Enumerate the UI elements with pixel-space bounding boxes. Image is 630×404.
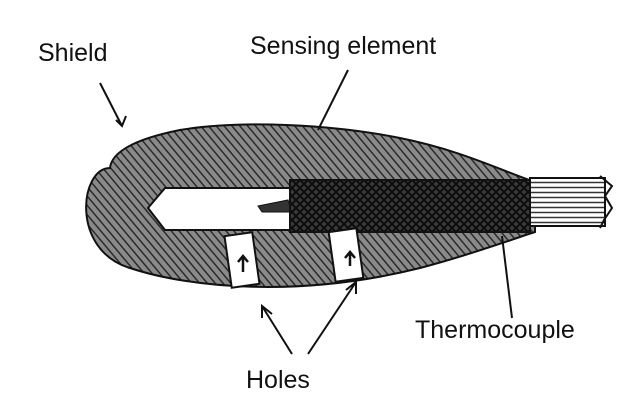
thermocouple-braid — [290, 180, 530, 232]
shield-label: Shield — [38, 41, 108, 66]
holes-leader-left — [262, 306, 292, 354]
thermocouple-wire-end — [530, 178, 605, 226]
sensing-element-label: Sensing element — [250, 34, 436, 59]
holes-leader-right — [308, 282, 356, 354]
sensing-element-leader — [318, 70, 348, 130]
holes-label: Holes — [246, 368, 310, 393]
thermocouple-leader — [502, 236, 512, 318]
shield-leader — [100, 83, 126, 126]
thermocouple-label: Thermocouple — [415, 318, 575, 343]
